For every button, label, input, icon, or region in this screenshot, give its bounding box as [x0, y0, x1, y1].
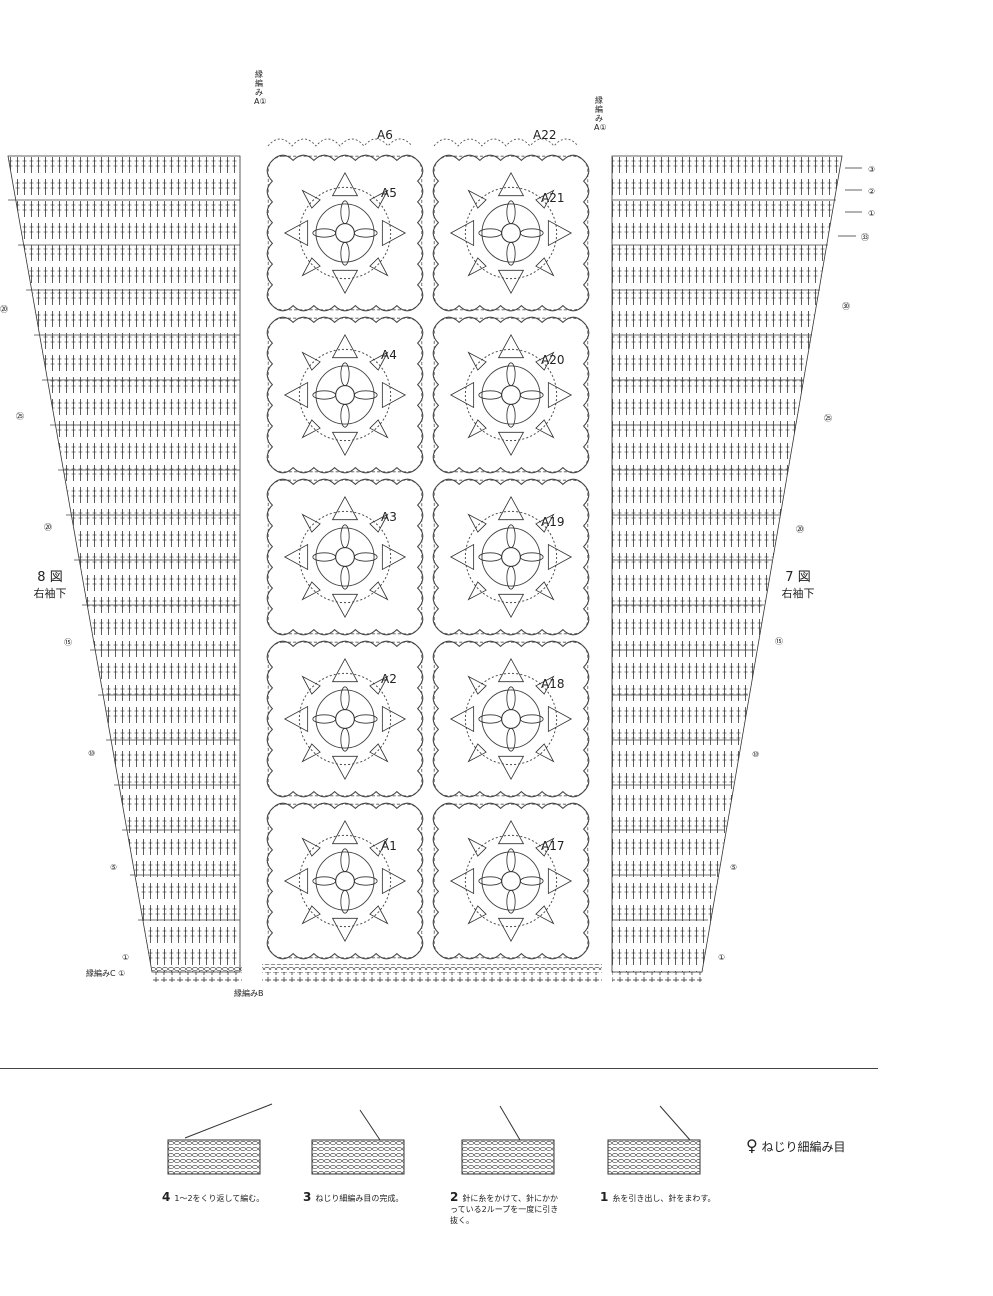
svg-text:⑮: ⑮ — [64, 638, 72, 647]
edge-b-label: 縁編みB — [234, 989, 264, 998]
svg-text:①: ① — [718, 953, 725, 962]
svg-text:⑮: ⑮ — [775, 637, 783, 646]
right-fig-number: 7 図 — [785, 570, 811, 585]
row-marks-right: ③ ② ① ㉝ ㉚ ㉕ ⑳ ⑮ ⑩ ⑤ ① — [718, 165, 875, 962]
svg-text:⑳: ⑳ — [796, 525, 804, 534]
step-4-text: 1～2をくり返して編む。 — [174, 1194, 265, 1203]
right-sleeve-panel — [611, 155, 843, 982]
svg-text:㉕: ㉕ — [824, 414, 832, 423]
step-2-text: 針に糸をかけて、針にかかっている2ループを一度に引き抜く。 — [450, 1194, 559, 1225]
legend-label: ねじり細編み目 — [761, 1140, 846, 1154]
motif-label: A18 — [541, 677, 564, 691]
edge-a-right-label: 縁編みA① — [594, 96, 607, 132]
edge-c-text: 縁編みC — [86, 969, 116, 978]
motif-label: A3 — [381, 510, 397, 524]
motif-label: A22 — [533, 128, 556, 142]
motif-label: A17 — [541, 839, 564, 853]
step-3-text: ねじり細編み目の完成。 — [315, 1194, 404, 1203]
left-fig-caption: 右袖下 — [33, 587, 67, 600]
motif-column-left — [266, 154, 424, 960]
step-2-number: 2 — [450, 1190, 459, 1204]
svg-text:⑩: ⑩ — [752, 750, 759, 759]
step-4-number: 4 — [162, 1190, 171, 1204]
svg-text:②: ② — [868, 187, 875, 196]
svg-text:①: ① — [122, 953, 129, 962]
edge-a-left-label: 縁編みA① — [254, 70, 267, 106]
svg-text:⑤: ⑤ — [730, 863, 737, 872]
svg-text:⑩: ⑩ — [88, 749, 95, 758]
technique-illustrations — [167, 1103, 701, 1175]
motif-label: A21 — [541, 191, 564, 205]
motif-labels-right: A17 A18 A19 A20 A21 A22 — [533, 128, 564, 853]
right-fig-caption: 右袖下 — [781, 587, 815, 600]
svg-text:①: ① — [868, 209, 875, 218]
svg-text:⑳: ⑳ — [44, 523, 52, 532]
motif-label: A5 — [381, 186, 397, 200]
motif-label: A19 — [541, 515, 564, 529]
legend: ♀ ねじり細編み目 — [746, 1136, 846, 1155]
row-marks-left: ⑳ ㉕ ⑳ ⑮ ⑩ ⑤ ① — [0, 305, 129, 962]
svg-text:⑳: ⑳ — [0, 305, 8, 314]
svg-text:㉚: ㉚ — [842, 302, 850, 311]
svg-text:③: ③ — [868, 165, 875, 174]
divider — [0, 1068, 878, 1069]
svg-text:⑤: ⑤ — [110, 863, 117, 872]
motif-column-right — [432, 154, 590, 960]
motif-label: A6 — [377, 128, 393, 142]
step-3-number: 3 — [303, 1190, 312, 1204]
left-fig-number: 8 図 — [37, 570, 63, 585]
right-figure-label: 7 図 右袖下 — [770, 566, 826, 601]
motif-labels-left: A1 A2 A3 A4 A5 A6 — [377, 128, 397, 853]
edge-c-label: 縁編みC ① — [86, 968, 125, 979]
step-1-text: 糸を引き出し、針をまわす。 — [612, 1194, 716, 1203]
motif-label: A2 — [381, 672, 397, 686]
twisted-sc-icon: ♀ — [746, 1136, 758, 1155]
svg-text:㉝: ㉝ — [861, 233, 869, 242]
motif-label: A4 — [381, 348, 397, 362]
edge-c-number: ① — [118, 969, 126, 978]
step-1-number: 1 — [600, 1190, 609, 1204]
left-sleeve-panel — [7, 155, 242, 982]
motif-label: A1 — [381, 839, 397, 853]
left-figure-label: 8 図 右袖下 — [22, 566, 78, 601]
svg-text:㉕: ㉕ — [16, 412, 24, 421]
motif-label: A20 — [541, 353, 564, 367]
